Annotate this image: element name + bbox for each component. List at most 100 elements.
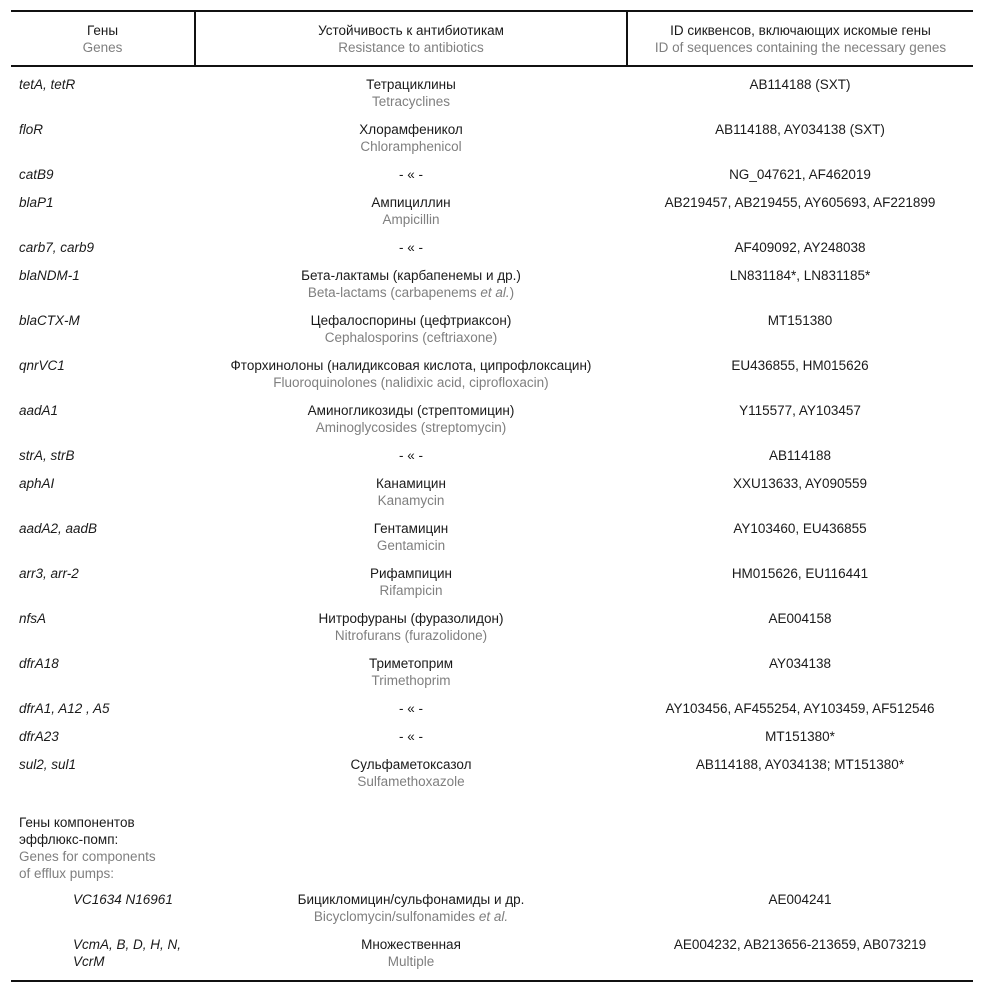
et-al-italic: et al.	[478, 909, 509, 924]
gene-names-cell: blaNDM-1	[19, 268, 80, 283]
resistance-ru: Бицикломицин/сульфонамиды и др.	[297, 892, 525, 907]
resistance-en: Beta-lactams (carbapenems et al.)	[307, 285, 515, 300]
gene-names-cell: blaP1	[19, 195, 54, 210]
column-header-genes-ru: Гены	[86, 23, 119, 38]
sequence-ids-cell: AE004158	[768, 611, 832, 626]
gene-names-cell: floR	[19, 122, 44, 137]
sequence-ids-cell: AB114188, AY034138; MT151380*	[695, 757, 905, 772]
column-header-ids-en: ID of sequences containing the necessary…	[654, 40, 947, 55]
section-heading-en: Genes for components of efflux pumps:	[19, 849, 156, 881]
column-header-genes: Гены Genes	[11, 10, 195, 67]
document-page: Гены Genes Устойчивость к антибиотикам R…	[11, 10, 973, 982]
ditto-mark: - « -	[398, 167, 423, 182]
sequence-ids-cell: AB114188	[768, 448, 832, 463]
sequence-ids-cell: MT151380	[767, 313, 833, 328]
gene-names-cell: dfrA23	[19, 729, 59, 744]
column-header-genes-en: Genes	[82, 40, 123, 55]
sequence-ids-cell: MT151380*	[765, 729, 835, 744]
resistance-en: Cephalosporins (ceftriaxone)	[324, 330, 498, 345]
resistance-ru: Бета-лактамы (карбапенемы и др.)	[301, 268, 521, 283]
efflux-pumps-section-heading: Гены компонентов эффлюкс-помп:Genes for …	[11, 792, 195, 882]
gene-names-cell: VcmA, B, D, H, N, VcrM	[11, 927, 195, 982]
resistance-ru: Нитрофураны (фуразолидон)	[318, 611, 504, 626]
gene-names-cell: strA, strB	[19, 448, 75, 463]
column-header-resistance-ru: Устойчивость к антибиотикам	[318, 23, 504, 38]
table-row: aadA1 Аминогликозиды (стрептомицин)Aminog…	[11, 393, 973, 438]
resistance-en: Sulfamethoxazole	[357, 774, 465, 789]
gene-names-cell: arr3, arr-2	[19, 566, 79, 581]
resistance-ru: Фторхинолоны (налидиксовая кислота, ципр…	[230, 358, 592, 373]
resistance-ru: Рифампицин	[369, 566, 453, 581]
table-row: carb7, carb9- « -AF409092, AY248038	[11, 230, 973, 258]
resistance-ru: Ампициллин	[371, 195, 451, 210]
resistance-cell: Аминогликозиды (стрептомицин)Aminoglycos…	[195, 393, 627, 438]
gene-names-cell: aphAI	[19, 476, 55, 491]
sequence-ids-cell: AE004241	[768, 892, 832, 907]
resistance-ru: Тетрациклины	[366, 77, 456, 92]
sequence-ids-cell: XXU13633, AY090559	[732, 476, 868, 491]
resistance-en: Gentamicin	[376, 538, 446, 553]
resistance-en: Aminoglycosides (streptomycin)	[315, 420, 507, 435]
resistance-cell: Цефалоспорины (цефтриаксон)Cephalosporin…	[195, 303, 627, 348]
resistance-ru: Сульфаметоксазол	[350, 757, 472, 772]
gene-names-cell: dfrA1, A12 , A5	[19, 701, 110, 716]
gene-names-cell: carb7, carb9	[19, 240, 95, 255]
ditto-mark: - « -	[398, 729, 423, 744]
column-header-ids-ru: ID сиквенсов, включающих искомые гены	[670, 23, 931, 38]
resistance-cell: - « -	[195, 719, 627, 747]
empty-cell	[627, 792, 973, 882]
resistance-ru: Множественная	[361, 937, 461, 952]
empty-cell	[195, 792, 627, 882]
ditto-mark: - « -	[398, 701, 423, 716]
column-header-resistance-en: Resistance to antibiotics	[338, 40, 484, 55]
sequence-ids-cell: HM015626, EU116441	[731, 566, 869, 581]
resistance-cell: - « -	[195, 157, 627, 185]
gene-names-cell: catB9	[19, 167, 54, 182]
table-header: Гены Genes Устойчивость к антибиотикам R…	[11, 10, 973, 67]
sequence-ids-cell: AY103460, EU436855	[733, 521, 867, 536]
table-row: dfrA1, A12 , A5 - « - AY103456, AF455254, …	[11, 691, 973, 719]
gene-names-cell: qnrVC1	[19, 358, 65, 373]
resistance-cell: Бета-лактамы (карбапенемы и др.) Beta-lac…	[195, 258, 627, 303]
gene-names-cell: aadA1	[19, 403, 59, 418]
et-al-italic: et al.	[480, 285, 510, 300]
sequence-ids-cell: AE004232, AB213656-213659, AB073219	[627, 927, 973, 982]
gene-names-cell: VC1634 N16961	[73, 892, 173, 907]
gene-names-cell: dfrA18	[19, 656, 59, 671]
table-row: blaNDM-1 Бета-лактамы (карбапенемы и др.)…	[11, 258, 973, 303]
gene-names-cell: sul2, sul1	[19, 757, 77, 772]
sequence-ids-cell: AB114188, AY034138 (SXT)	[715, 122, 885, 137]
sequence-ids-cell: AY034138	[768, 656, 832, 671]
gene-names-cell: blaCTX-M	[19, 313, 80, 328]
resistance-cell: Бицикломицин/сульфонамиды и др.Bicyclomy…	[195, 882, 627, 927]
column-header-ids: ID сиквенсов, включающих искомые гены ID…	[626, 10, 973, 67]
sequence-ids-cell: AY103456, AF455254, AY103459, AF512546	[665, 701, 935, 716]
sequence-ids-cell: Y115577, AY103457	[739, 403, 861, 418]
sequence-ids-cell: AF409092, AY248038	[734, 240, 866, 255]
table-row: qnrVC1 Фторхинолоны (налидиксовая кислота…	[11, 348, 973, 393]
resistance-en: Trimethoprim	[371, 673, 451, 688]
resistance-en: Ampicillin	[382, 212, 440, 227]
resistance-en: Rifampicin	[379, 583, 443, 598]
gene-names-cell: aadA2, aadB	[19, 521, 98, 536]
resistance-cell: - « -	[195, 438, 627, 466]
resistance-en: Chloramphenicol	[360, 139, 462, 154]
sequence-ids-cell: AB114188 (SXT)	[749, 77, 851, 92]
resistance-en: Tetracyclines	[371, 94, 451, 109]
resistance-cell: - « -	[195, 691, 627, 719]
resistance-ru: Канамицин	[376, 476, 446, 491]
resistance-en: Nitrofurans (furazolidone)	[334, 628, 488, 643]
